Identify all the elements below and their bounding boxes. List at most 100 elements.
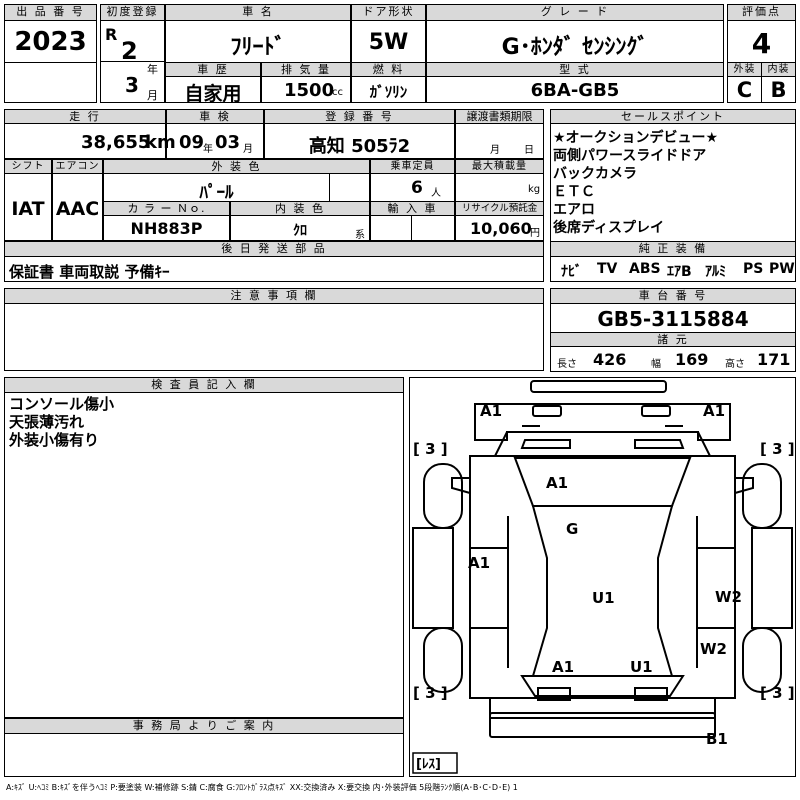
door-box: 5W bbox=[351, 20, 426, 63]
score-label: 評価点 bbox=[727, 4, 796, 21]
car-diagram: A1 A1 A1 G A1 U1 W2 W2 A1 U1 B1 [ 3 ] [ … bbox=[409, 377, 796, 777]
equipment-item: TV bbox=[597, 261, 618, 277]
mark-glass: G bbox=[566, 520, 578, 538]
shift-label: シフト bbox=[4, 159, 52, 174]
shift: IAT bbox=[11, 198, 45, 220]
inspector-label: 検 査 員 記 入 欄 bbox=[4, 377, 404, 393]
recycle: 10,060 bbox=[470, 219, 532, 238]
car-name: ﾌﾘｰﾄﾞ bbox=[230, 35, 286, 60]
recycle-unit: 円 bbox=[530, 228, 540, 239]
mark-left-side: A1 bbox=[468, 554, 490, 572]
chassis-box: GB5-3115884 bbox=[550, 303, 796, 333]
color-no-label: カ ラ ー Ｎｏ. bbox=[103, 201, 230, 216]
inspection-box: 09 年 03 月 bbox=[166, 123, 264, 159]
lot-number-box: 2023 bbox=[4, 20, 97, 63]
accessories: 保証書 車両取説 予備ｷｰ bbox=[9, 263, 170, 281]
office-box bbox=[4, 733, 404, 777]
mileage-box: 38,655 km bbox=[4, 123, 176, 159]
width-label: 幅 bbox=[651, 359, 661, 370]
lot-number: 2023 bbox=[14, 27, 87, 57]
score-box: 4 bbox=[727, 20, 796, 63]
rear-bumper bbox=[489, 712, 716, 738]
color-extra-box bbox=[329, 173, 370, 202]
recycle-box: 10,060 円 bbox=[455, 215, 544, 241]
height: 171 bbox=[757, 350, 791, 369]
mark-front-right: A1 bbox=[703, 402, 725, 420]
rear-bumper-top bbox=[489, 697, 716, 719]
equipment-item: ABS bbox=[629, 261, 661, 277]
taillight-right bbox=[634, 687, 668, 701]
mark-rear-left: A1 bbox=[552, 658, 574, 676]
office-label: 事 務 局 よ り ご 案 内 bbox=[4, 718, 404, 734]
equipment-item: ｴｱB bbox=[667, 264, 692, 280]
front-bumper bbox=[474, 403, 731, 441]
model-label: 型 式 bbox=[426, 62, 724, 77]
sales-line: ★オークションデビュー★ bbox=[553, 130, 719, 146]
inspection-month: 03 bbox=[215, 132, 241, 153]
displacement-label: 排 気 量 bbox=[261, 62, 351, 77]
equipment-label: 純 正 装 備 bbox=[550, 241, 796, 257]
inspection-label: 車 検 bbox=[166, 109, 264, 124]
displacement-unit: cc bbox=[332, 87, 343, 98]
door-type: 5W bbox=[368, 30, 409, 55]
length: 426 bbox=[593, 350, 627, 369]
month-unit: 月 bbox=[147, 89, 158, 102]
capacity: 6 bbox=[411, 178, 423, 198]
dims-label: 諸 元 bbox=[550, 332, 796, 347]
int-color-box: ｸﾛ 系 bbox=[230, 215, 370, 241]
body-outline bbox=[469, 455, 736, 699]
car-diagram-svg: A1 A1 A1 G A1 U1 W2 W2 A1 U1 B1 [ 3 ] [ … bbox=[412, 380, 795, 774]
grade: G･ﾎﾝﾀﾞ ｾﾝｼﾝｸﾞ bbox=[501, 35, 649, 60]
mark-right-side: W2 bbox=[715, 588, 742, 606]
transfer-month-unit: 月 bbox=[490, 145, 500, 156]
displacement: 1500 bbox=[284, 80, 335, 101]
windshield bbox=[513, 457, 692, 507]
era: R bbox=[105, 25, 118, 44]
recycle-label: リサイクル預託金 bbox=[455, 201, 544, 216]
shift-box: IAT bbox=[4, 173, 52, 241]
caution-box bbox=[4, 303, 544, 371]
grade-box: G･ﾎﾝﾀﾞ ｾﾝｼﾝｸﾞ bbox=[426, 20, 724, 63]
front-lip bbox=[530, 380, 667, 393]
equipment-item: ｱﾙﾐ bbox=[705, 264, 726, 280]
wheel-rl bbox=[423, 627, 463, 693]
mark-front-left: A1 bbox=[480, 402, 502, 420]
equipment-item: ﾅﾋﾞ bbox=[561, 264, 582, 280]
import-label: 輸 入 車 bbox=[370, 201, 455, 216]
caution-label: 注 意 事 項 欄 bbox=[4, 288, 544, 304]
score: 4 bbox=[751, 27, 772, 60]
history: 自家用 bbox=[184, 83, 242, 105]
spare-tire: [ﾚｽ] bbox=[416, 757, 441, 772]
hood bbox=[493, 431, 712, 457]
tread-fr: [ 3 ] bbox=[760, 440, 795, 458]
length-label: 長さ bbox=[557, 359, 577, 370]
mileage-unit: km bbox=[145, 132, 176, 153]
capacity-box: 6 人 bbox=[370, 173, 455, 202]
wheel-rr bbox=[742, 627, 782, 693]
fuel: ｶﾞｿﾘﾝ bbox=[369, 83, 408, 101]
door-label: ドア形状 bbox=[351, 4, 426, 21]
height-label: 高さ bbox=[725, 359, 745, 370]
sales-line: エアロ bbox=[553, 202, 595, 218]
sales-line: 両側パワースライドドア bbox=[553, 148, 707, 164]
headlight-left bbox=[520, 439, 571, 449]
tread-rl: [ 3 ] bbox=[413, 684, 448, 702]
chassis-label: 車 台 番 号 bbox=[550, 288, 796, 304]
plate-label: 登 録 番 号 bbox=[264, 109, 455, 124]
car-name-box: ﾌﾘｰﾄﾞ bbox=[165, 20, 351, 63]
int-color-label: 内 装 色 bbox=[230, 201, 370, 216]
mark-right-rear: W2 bbox=[700, 640, 727, 658]
import-box-a bbox=[370, 215, 412, 241]
exterior-box: C bbox=[727, 76, 762, 103]
equipment-item: PW bbox=[769, 261, 795, 277]
capacity-label: 乗車定員 bbox=[370, 159, 455, 174]
transfer-box: 月 日 bbox=[455, 123, 544, 159]
inspection-year-unit: 年 bbox=[203, 144, 213, 155]
interior-box: B bbox=[761, 76, 796, 103]
car-name-label: 車 名 bbox=[165, 4, 351, 21]
inspector-note: コンソール傷小 bbox=[9, 395, 115, 413]
int-color-unit: 系 bbox=[355, 230, 365, 241]
fuel-box: ｶﾞｿﾘﾝ bbox=[351, 76, 426, 103]
color-no-box: NH883P bbox=[103, 215, 230, 241]
model-box: 6BA-GB5 bbox=[426, 76, 724, 103]
